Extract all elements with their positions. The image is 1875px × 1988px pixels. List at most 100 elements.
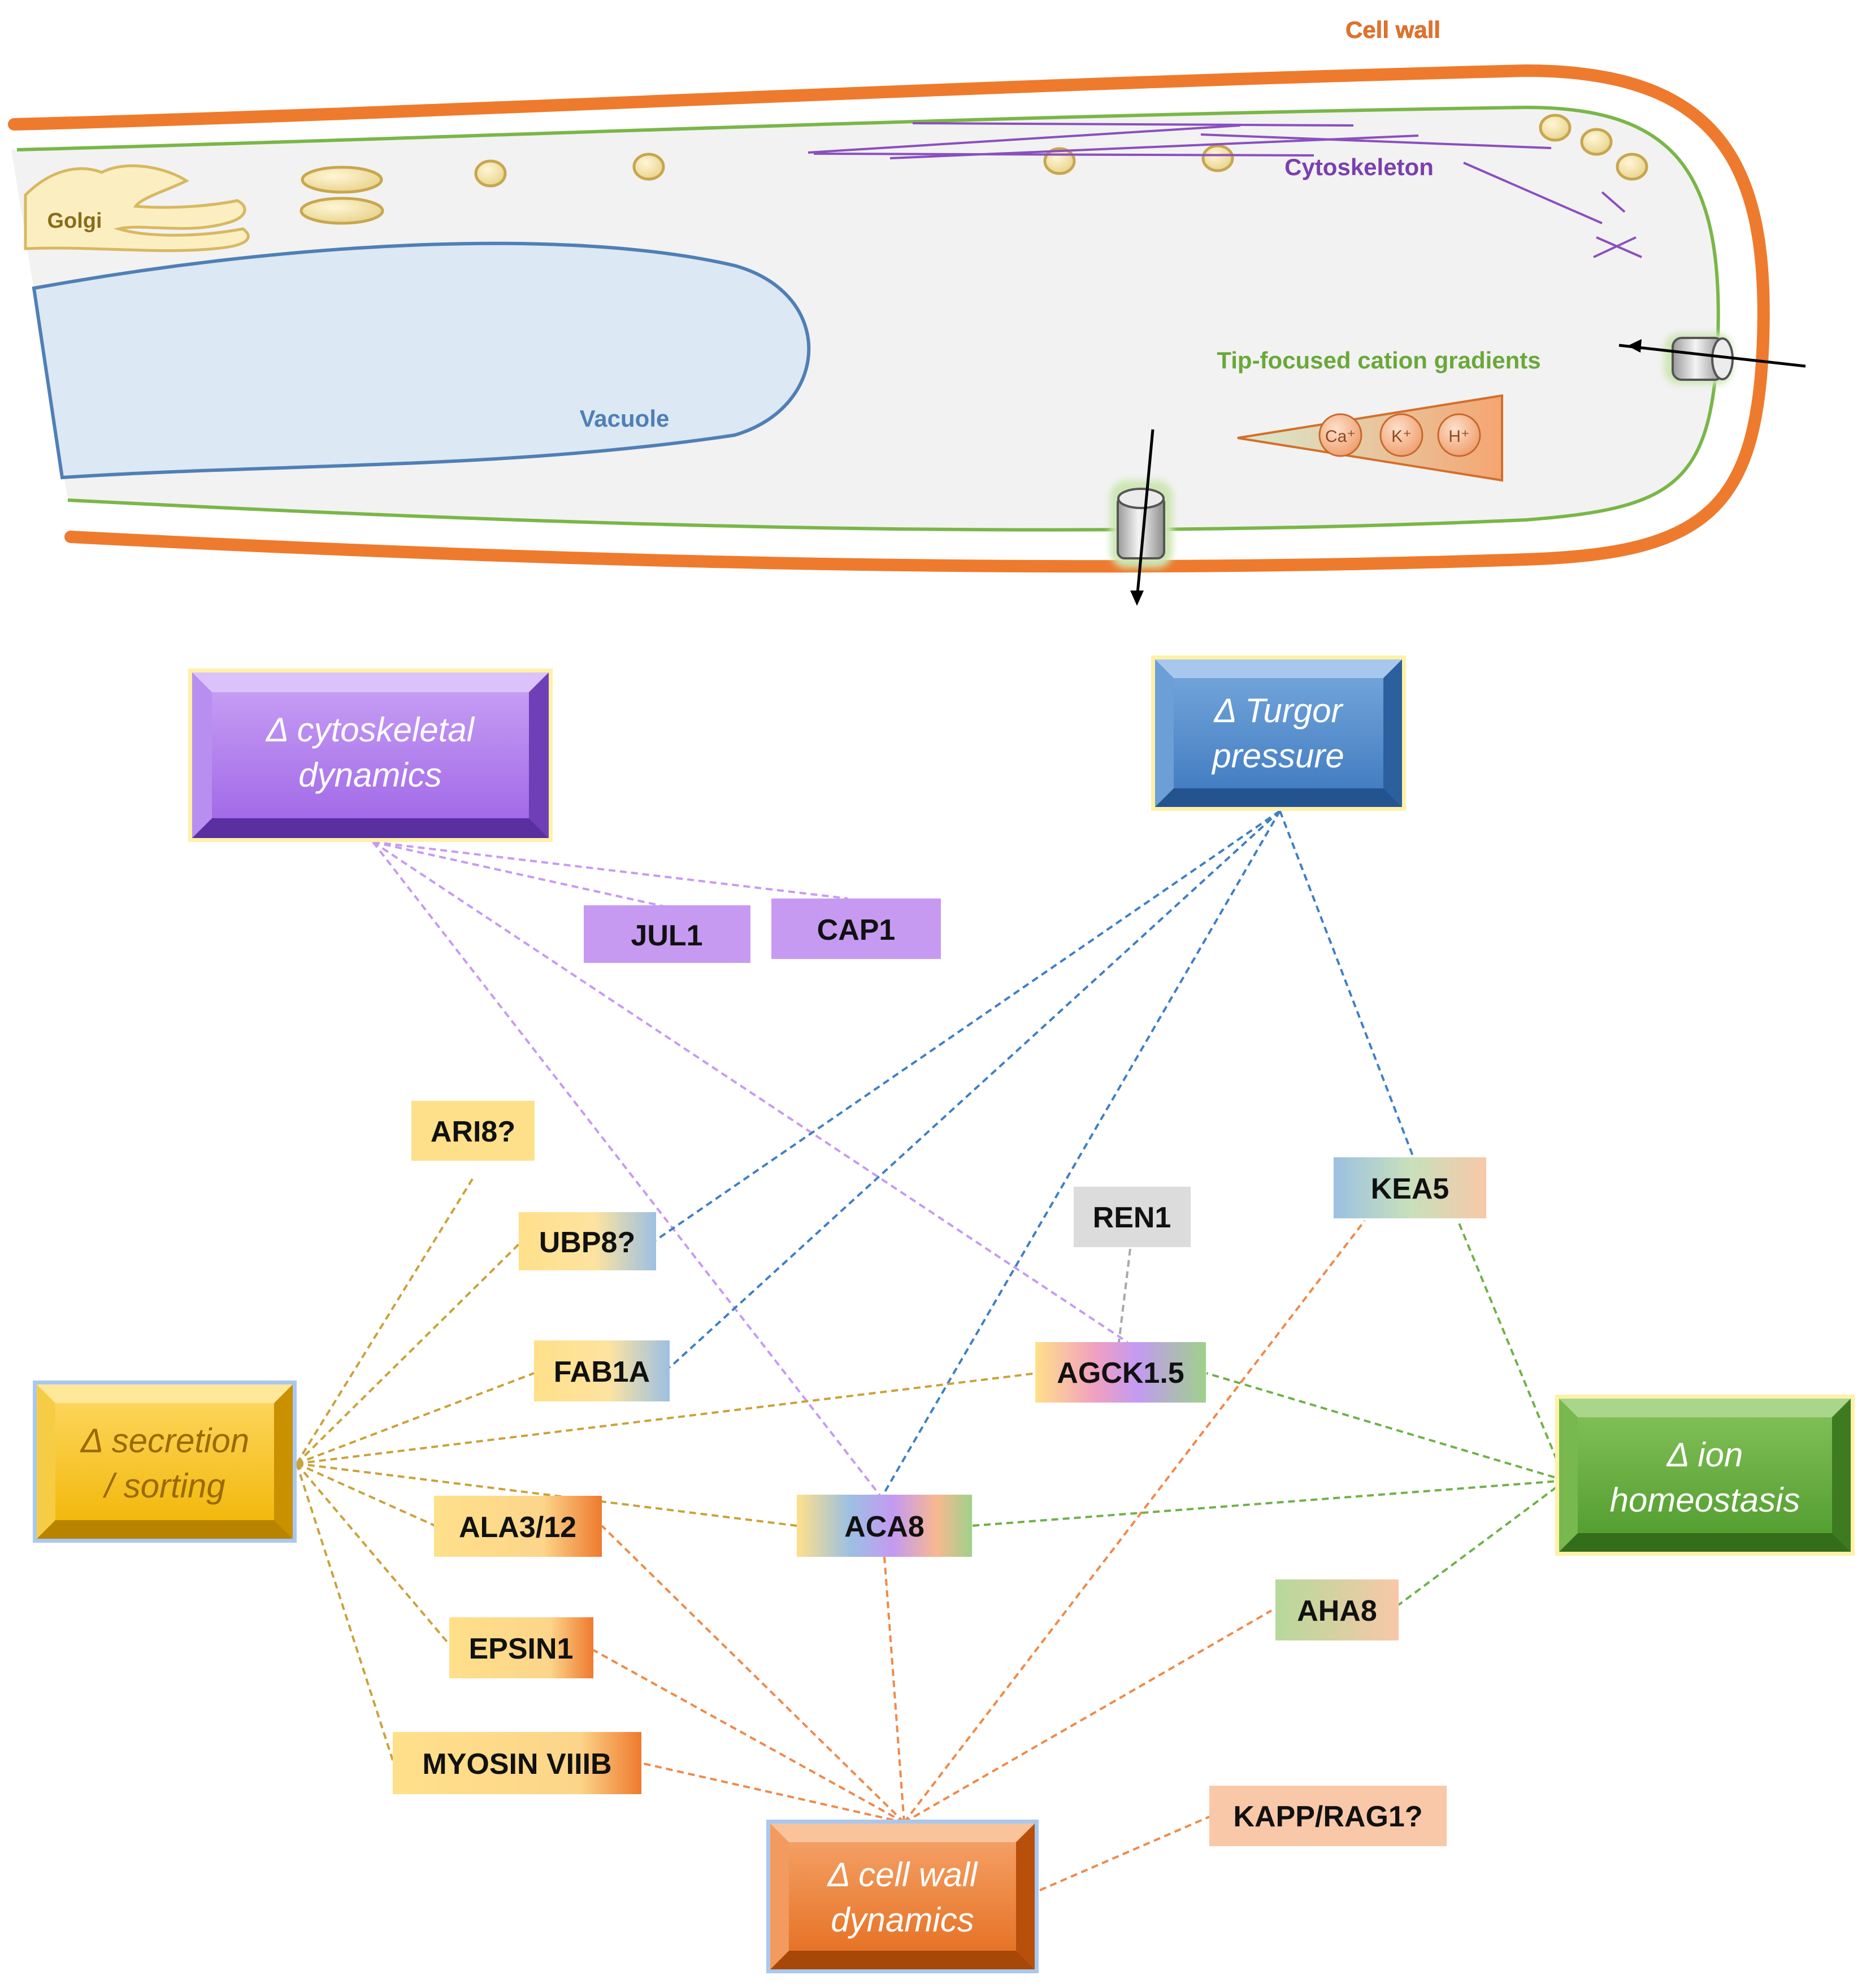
cat-turgor-line2: pressure: [1211, 737, 1344, 775]
gene-epsin1-label: EPSIN1: [469, 1633, 574, 1665]
gene-aca8-label: ACA8: [844, 1510, 925, 1543]
link-cyto-jul1: [372, 841, 667, 908]
link-wall-aca8: [883, 1556, 905, 1823]
link-wall-kea5: [903, 1219, 1366, 1824]
golgi: [24, 164, 384, 253]
link-sec-ala: [296, 1462, 436, 1527]
link-sec-ubp8: [296, 1242, 521, 1465]
link-cyto-cap1: [372, 841, 848, 900]
link-ion-kea5: [1457, 1220, 1566, 1481]
wall-links: [593, 1219, 1366, 1891]
link-sec-myosin: [296, 1463, 394, 1761]
gene-fab1a-label: FAB1A: [554, 1356, 650, 1388]
gene-agck15-box: AGCK1.5: [1035, 1342, 1206, 1403]
cat-wall-line2: dynamics: [831, 1901, 974, 1939]
ion-k-label: K⁺: [1391, 427, 1412, 446]
link-cyto-aca8: [372, 841, 883, 1499]
gene-aca8-box: ACA8: [797, 1495, 972, 1557]
cat-turgor-box: Δ Turgor pressure: [1151, 656, 1406, 811]
vesicle: [1580, 128, 1613, 156]
link-wall-kapp: [1039, 1816, 1210, 1891]
cell-wall: [8, 64, 1770, 573]
link-sec-epsin: [296, 1462, 450, 1646]
link-wall-epsin: [593, 1649, 905, 1824]
cytoskeleton-filaments: [808, 122, 1642, 258]
link-turgor-fab1a: [669, 810, 1281, 1369]
link-turgor-kea5: [1279, 810, 1414, 1156]
link-ion-aha8: [1397, 1479, 1566, 1606]
ion-links: [971, 1220, 1566, 1606]
link-wall-myosin: [641, 1762, 905, 1824]
gene-ren1-label: REN1: [1093, 1201, 1171, 1234]
cat-secretion-line1: Δ secretion: [80, 1422, 249, 1460]
cat-wall-box: Δ cell wall dynamics: [766, 1820, 1039, 1973]
h-ion-ball: [1437, 413, 1481, 457]
link-sec-aca8: [296, 1462, 797, 1527]
gene-boxes: JUL1 CAP1 ARI8? UBP8? REN1 KEA5 FAB1A A: [393, 898, 1486, 1846]
pollen-tube-cell: Ca⁺ K⁺ H⁺ Cell wall Cytoskeleton Golgi V…: [8, 16, 1806, 606]
gene-jul1-label: JUL1: [631, 919, 702, 952]
vacuole: [32, 241, 811, 480]
connection-lines: [296, 810, 1566, 1891]
link-turgor-ubp8: [654, 810, 1281, 1242]
gene-ubp8-label: UBP8?: [539, 1226, 635, 1259]
gene-kea5-label: KEA5: [1371, 1173, 1449, 1205]
bottom-ion-channel: [1110, 429, 1173, 606]
gene-myosin-label: MYOSIN VIIIB: [422, 1748, 611, 1781]
cat-cyto-line2: dynamics: [298, 756, 441, 794]
gene-cap1-label: CAP1: [817, 914, 896, 947]
gene-kea5-box: KEA5: [1334, 1157, 1486, 1218]
vacuole-label: Vacuole: [580, 405, 670, 432]
category-boxes: Δ cytoskeletal dynamics Δ Turgor pressur…: [33, 656, 1855, 1973]
secretion-links: [296, 1174, 1038, 1761]
cat-ion-box: Δ ion homeostasis: [1555, 1395, 1855, 1556]
link-cyto-agck: [372, 841, 1129, 1343]
golgi-label: Golgi: [47, 209, 102, 233]
cytoskeleton-label: Cytoskeleton: [1284, 154, 1434, 180]
cat-turgor-line1: Δ Turgor: [1213, 692, 1344, 730]
gene-aha8-box: AHA8: [1275, 1579, 1399, 1640]
ion-h-label: H⁺: [1448, 427, 1470, 446]
gene-ala312-box: ALA3/12: [434, 1496, 602, 1557]
vesicle: [1616, 153, 1648, 181]
cat-cytoskeletal-box: Δ cytoskeletal dynamics: [188, 669, 553, 842]
link-sec-ari8: [296, 1174, 476, 1465]
k-ion-ball: [1379, 413, 1423, 457]
link-ion-aca8: [971, 1479, 1566, 1527]
gene-jul1-box: JUL1: [584, 905, 750, 963]
link-wall-ala: [601, 1525, 905, 1824]
gene-cap1-box: CAP1: [771, 898, 941, 959]
link-wall-aha8: [904, 1609, 1272, 1824]
cat-ion-line1: Δ ion: [1666, 1436, 1743, 1474]
cat-cyto-line1: Δ cytoskeletal: [265, 711, 475, 749]
gene-epsin1-box: EPSIN1: [449, 1617, 593, 1678]
ca-ion-ball: [1318, 413, 1362, 457]
cyto-links: [372, 841, 1129, 1499]
gene-fab1a-box: FAB1A: [534, 1340, 670, 1401]
vesicles: [474, 114, 1648, 188]
cell-wall-label: Cell wall: [1346, 16, 1440, 43]
link-ion-agck: [1206, 1372, 1566, 1482]
gene-ren1-box: REN1: [1074, 1187, 1191, 1247]
gene-ubp8-box: UBP8?: [519, 1212, 656, 1270]
cation-gradient-cone: Ca⁺ K⁺ H⁺: [1237, 394, 1503, 482]
gradients-label: Tip-focused cation gradients: [1217, 347, 1540, 374]
gene-kapp-box: KAPP/RAG1?: [1209, 1786, 1447, 1846]
link-ren1-agck: [1118, 1248, 1131, 1343]
gene-ari8-box: ARI8?: [411, 1101, 535, 1161]
cat-secretion-box: Δ secretion / sorting: [33, 1381, 297, 1543]
link-sec-fab1a: [296, 1372, 535, 1465]
gene-myosin-box: MYOSIN VIIIB: [393, 1732, 641, 1794]
ion-ca-label: Ca⁺: [1325, 427, 1356, 446]
gene-aha8-label: AHA8: [1297, 1595, 1377, 1627]
gene-kapp-label: KAPP/RAG1?: [1233, 1800, 1422, 1833]
gene-ari8-label: ARI8?: [431, 1115, 515, 1148]
gene-ala312-label: ALA3/12: [459, 1511, 576, 1544]
plasma-membrane: [16, 105, 1720, 532]
cat-ion-line2: homeostasis: [1610, 1481, 1800, 1519]
turgor-links: [654, 810, 1414, 1499]
vesicle: [474, 159, 507, 188]
tip-ion-channel: [1618, 333, 1806, 384]
vesicle: [632, 153, 665, 181]
